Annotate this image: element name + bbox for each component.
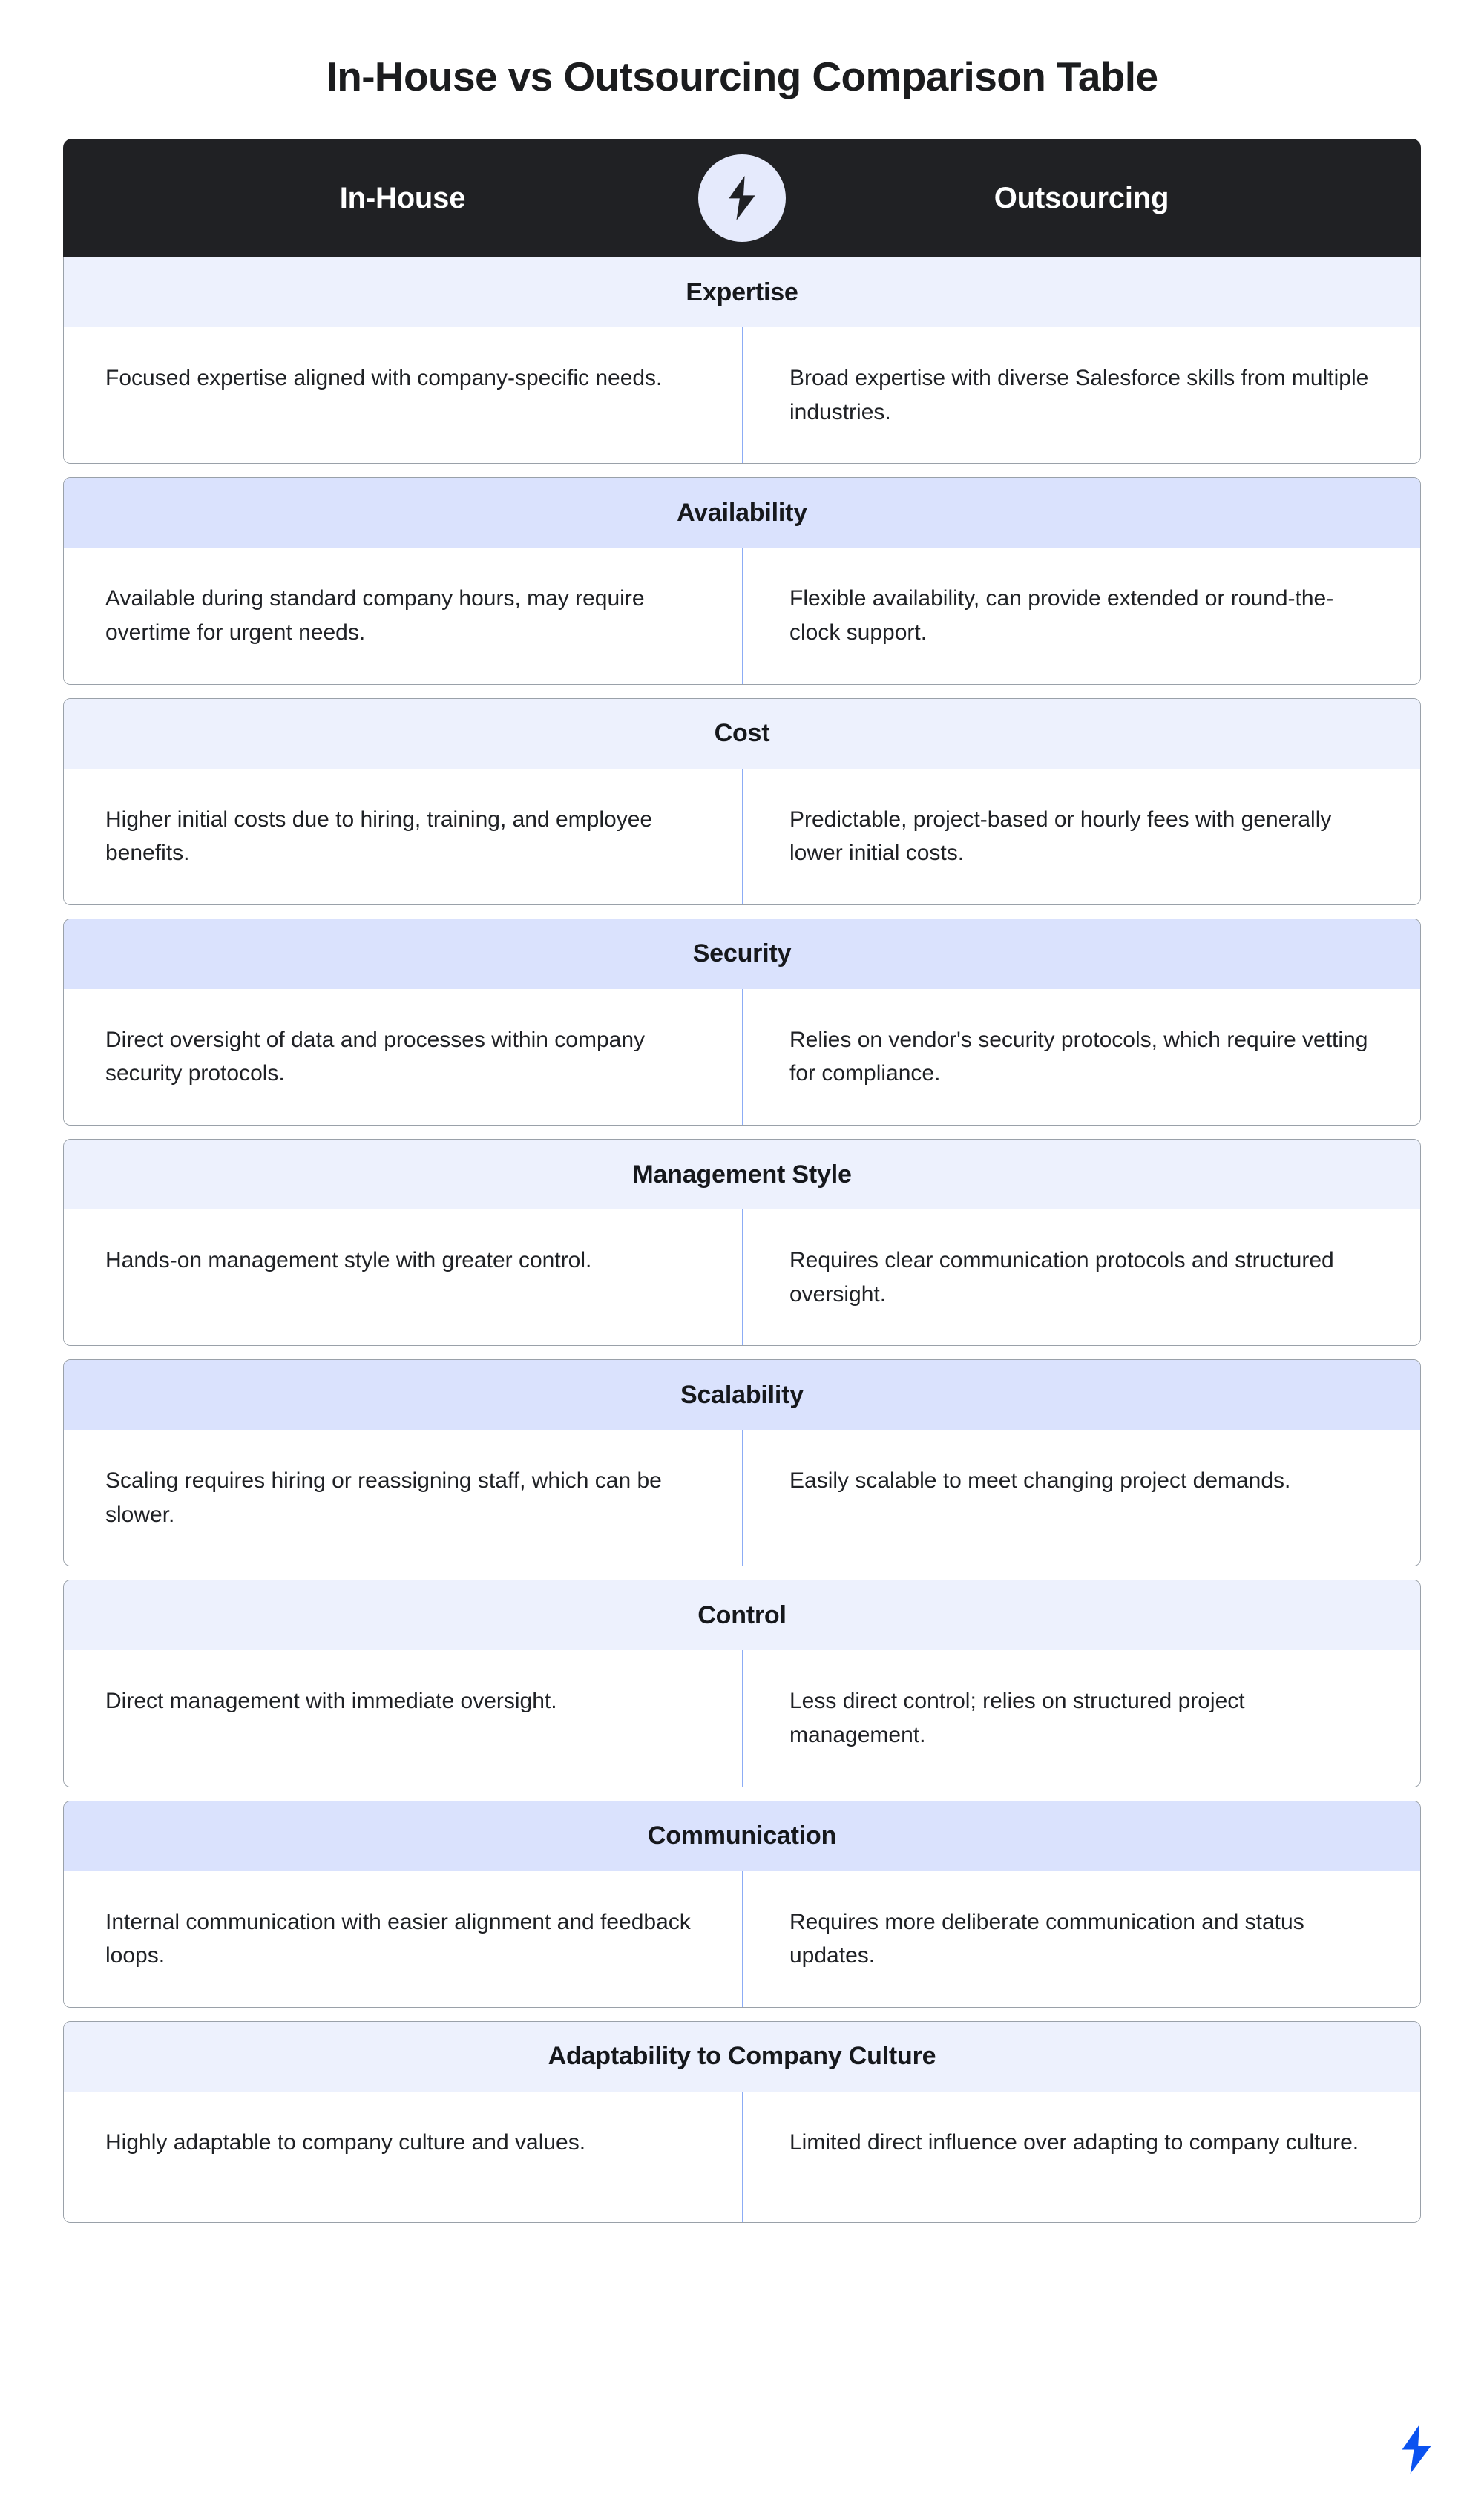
section-criterion-label: Scalability: [64, 1360, 1420, 1431]
cell-outsourcing: Relies on vendor's security protocols, w…: [742, 988, 1420, 1125]
page-title: In-House vs Outsourcing Comparison Table: [326, 53, 1159, 99]
cell-in-house: Direct oversight of data and processes w…: [105, 1027, 646, 1086]
section-body: Scaling requires hiring or reassigning s…: [64, 1430, 1420, 1566]
cell-in-house: Internal communication with easier align…: [105, 1909, 691, 1968]
section-body: Available during standard company hours,…: [64, 548, 1420, 684]
section-body: Direct management with immediate oversig…: [64, 1650, 1420, 1787]
cell-in-house: Focused expertise aligned with company-s…: [105, 366, 663, 391]
cell-outsourcing: Requires more deliberate communication a…: [742, 1870, 1420, 2007]
section-body: Higher initial costs due to hiring, trai…: [64, 768, 1420, 904]
cell-in-house: Direct management with immediate oversig…: [105, 1689, 557, 1714]
column-header-in-house: In-House: [339, 181, 466, 214]
cell-in-house: Hands-on management style with greater c…: [105, 1248, 592, 1272]
cell-outsourcing: Flexible availability, can provide exten…: [742, 548, 1420, 684]
cell-in-house: Highly adaptable to company culture and …: [105, 2129, 586, 2155]
cell-outsourcing: Predictable, project-based or hourly fee…: [742, 768, 1420, 904]
section-criterion-label: Control: [64, 1580, 1420, 1651]
table-header-bar: In-House Outsourcing: [63, 139, 1421, 258]
cell-in-house: Available during standard company hours,…: [105, 586, 645, 646]
section-body: Highly adaptable to company culture and …: [64, 2091, 1420, 2222]
section-criterion-label: Cost: [64, 698, 1420, 769]
section-body: Hands-on management style with greater c…: [64, 1209, 1420, 1346]
section-criterion-label: Expertise: [64, 257, 1420, 328]
section-criterion-label: Availability: [64, 478, 1420, 548]
section-criterion-label: Adaptability to Company Culture: [64, 2021, 1420, 2092]
cell-in-house: Scaling requires hiring or reassigning s…: [105, 1468, 662, 1527]
section-criterion-label: Management Style: [64, 1140, 1420, 1209]
brand-lightning-bolt-icon: [1396, 2425, 1437, 2474]
cell-outsourcing: Requires clear communication protocols a…: [742, 1209, 1420, 1346]
column-header-outsourcing: Outsourcing: [994, 181, 1169, 214]
section-criterion-label: Security: [64, 919, 1420, 989]
section-body: Focused expertise aligned with company-s…: [64, 327, 1420, 464]
cell-outsourcing: Broad expertise with diverse Salesforce …: [742, 327, 1420, 464]
cell-outsourcing: Less direct control; relies on structure…: [742, 1650, 1420, 1787]
cell-outsourcing: Easily scalable to meet changing project…: [742, 1430, 1420, 1566]
section-body: Direct oversight of data and processes w…: [64, 988, 1420, 1125]
section-body: Internal communication with easier align…: [64, 1870, 1420, 2007]
section-criterion-label: Communication: [64, 1801, 1420, 1871]
cell-in-house: Higher initial costs due to hiring, trai…: [105, 807, 653, 866]
lightning-bolt-icon: [698, 154, 786, 243]
cell-outsourcing: Limited direct influence over adapting t…: [742, 2091, 1420, 2222]
